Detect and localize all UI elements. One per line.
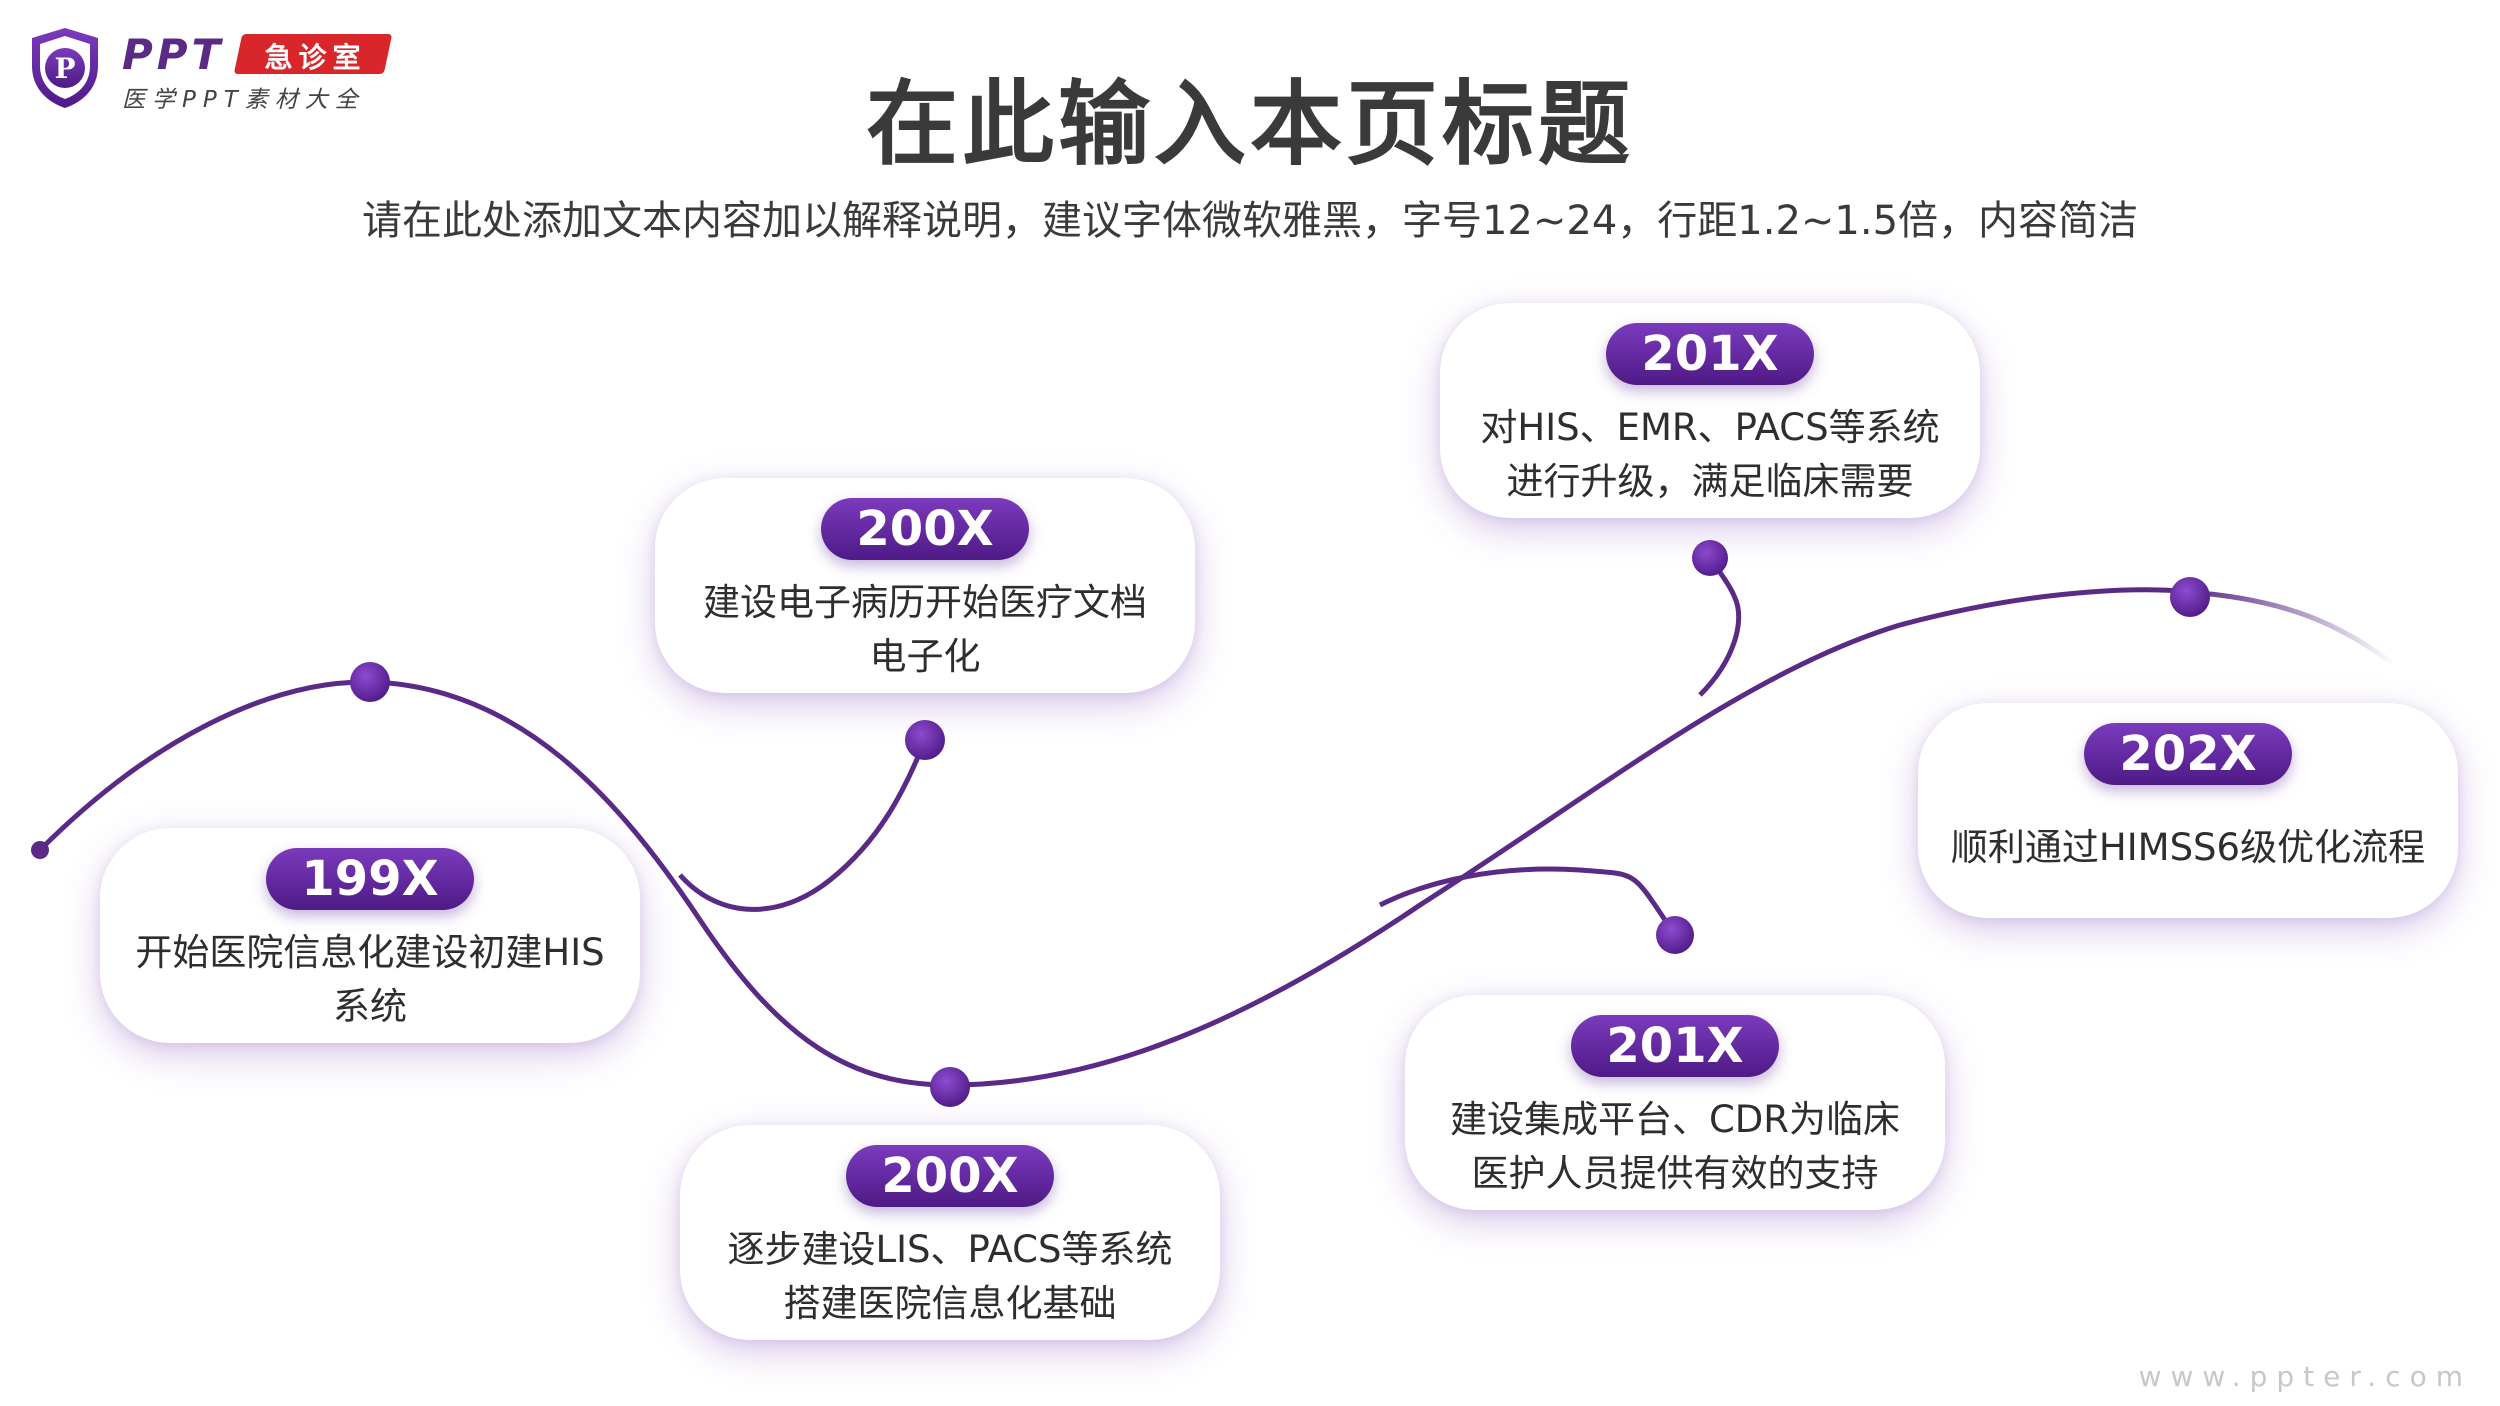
milestone-text: 逐步建设LIS、PACS等系统搭建医院信息化基础 <box>727 1228 1173 1325</box>
year-pill: 200X <box>821 498 1029 560</box>
logo-ppt-text: PPT <box>122 30 225 79</box>
milestone-text: 建设集成平台、CDR为临床医护人员提供有效的支持 <box>1449 1098 1901 1195</box>
milestone-card: 200X 逐步建设LIS、PACS等系统搭建医院信息化基础 <box>680 1125 1220 1340</box>
page-subtitle: 请在此处添加文本内容加以解释说明，建议字体微软雅黑，字号12~24，行距1.2~… <box>361 198 2139 244</box>
milestone-card: 201X 建设集成平台、CDR为临床医护人员提供有效的支持 <box>1405 995 1945 1210</box>
dot-201x-upper <box>1692 540 1728 576</box>
wave-tail-path <box>2189 589 2397 668</box>
branch-201x-lower <box>1378 866 1678 937</box>
dot-200x-upper <box>905 720 945 760</box>
logo: P PPT 急诊室 医学PPT素材大全 <box>28 26 408 116</box>
milestone-text: 建设电子病历开始医疗文档电子化 <box>703 581 1147 678</box>
year-pill: 201X <box>1571 1015 1779 1077</box>
logo-badge-text: 急诊室 <box>264 41 367 74</box>
watermark: www.ppter.com <box>2138 1360 2472 1393</box>
milestone-text: 顺利通过HIMSS6级优化流程 <box>1950 826 2426 869</box>
shield-letter: P <box>54 52 75 85</box>
milestone-card: 200X 建设电子病历开始医疗文档电子化 <box>655 478 1195 693</box>
year-pill: 202X <box>2084 723 2292 785</box>
year-pill: 201X <box>1606 323 1814 385</box>
dot-200x-lower <box>930 1067 970 1107</box>
milestone-text: 开始医院信息化建设初建HIS系统 <box>135 931 605 1028</box>
milestone-text: 对HIS、EMR、PACS等系统进行升级，满足临床需要 <box>1480 406 1940 503</box>
branch-200x-upper <box>678 739 928 912</box>
milestone-card: 199X 开始医院信息化建设初建HIS系统 <box>100 828 640 1043</box>
logo-subtitle: 医学PPT素材大全 <box>122 87 365 113</box>
dot-199x <box>350 662 390 702</box>
dot-201x-lower <box>1656 916 1694 954</box>
year-pill: 199X <box>266 848 474 910</box>
dot-202x <box>2170 577 2210 617</box>
start-dot <box>31 841 49 859</box>
milestone-card: 202X 顺利通过HIMSS6级优化流程 <box>1918 703 2458 918</box>
milestone-card: 201X 对HIS、EMR、PACS等系统进行升级，满足临床需要 <box>1440 303 1980 518</box>
shield-logo-icon: P <box>32 28 98 108</box>
page-title: 在此输入本页标题 <box>865 71 1634 178</box>
year-pill: 200X <box>846 1145 1054 1207</box>
branch-201x-upper <box>1698 556 1742 697</box>
